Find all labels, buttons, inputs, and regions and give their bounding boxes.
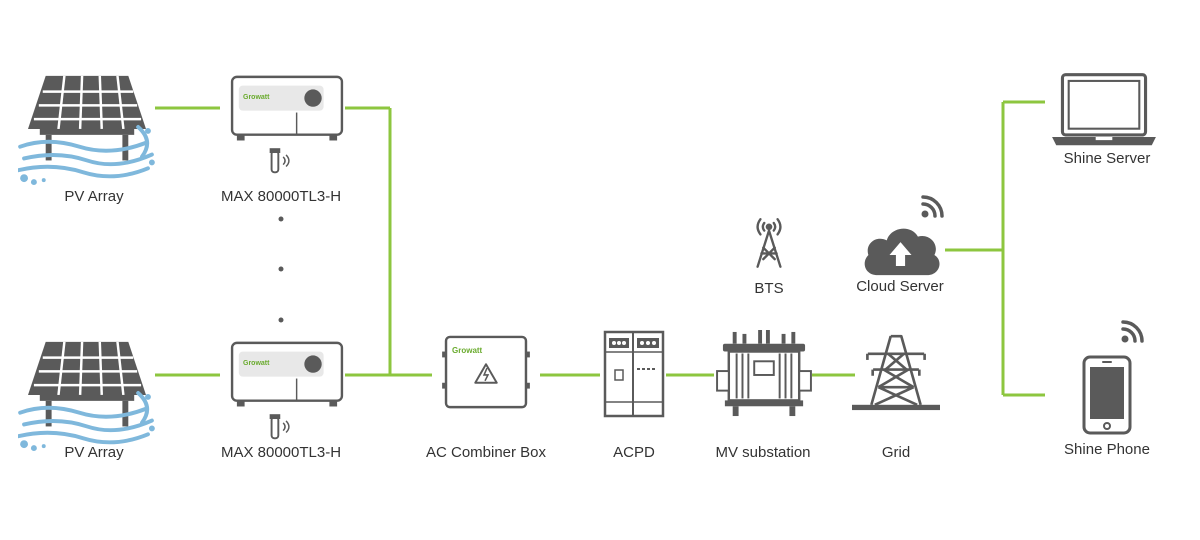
wifi-icon: [1120, 320, 1144, 344]
inverter-icon: [230, 341, 344, 440]
cloud-upload-icon: [864, 228, 940, 276]
combiner-brand-logo: Growatt: [452, 346, 483, 355]
cloud-server-label: Cloud Server: [856, 278, 944, 295]
shine-phone-label: Shine Phone: [1064, 441, 1150, 458]
solar-panel-icon: [18, 339, 156, 452]
pv-array-bottom-label: PV Array: [64, 444, 124, 461]
inverter-brand-logo: Growatt: [243, 360, 270, 367]
pv-array-top-label: PV Array: [64, 188, 124, 205]
solar-panel-icon: [18, 73, 156, 186]
inverter-brand-logo: Growatt: [243, 94, 270, 101]
inverter-icon: [230, 75, 344, 174]
inverter-bottom-label: MAX 80000TL3-H: [220, 444, 342, 461]
ellipsis-more-inverters: [278, 216, 284, 323]
pylon-icon: [852, 334, 940, 412]
acpd-cabinet-icon: [603, 330, 665, 418]
wifi-icon: [920, 195, 944, 219]
ac-combiner-label: AC Combiner Box: [425, 444, 547, 461]
transformer-icon: [715, 330, 813, 418]
antenna-tower-icon: [756, 217, 782, 268]
connection-lines: [155, 100, 1045, 397]
mv-substation-label: MV substation: [715, 444, 811, 461]
shine-server-label: Shine Server: [1063, 150, 1151, 167]
bts-label: BTS: [754, 280, 784, 297]
grid-label: Grid: [881, 444, 911, 461]
smartphone-icon: [1082, 355, 1132, 435]
laptop-icon: [1050, 73, 1158, 147]
acpd-label: ACPD: [613, 444, 655, 461]
inverter-top-label: MAX 80000TL3-H: [220, 188, 342, 205]
